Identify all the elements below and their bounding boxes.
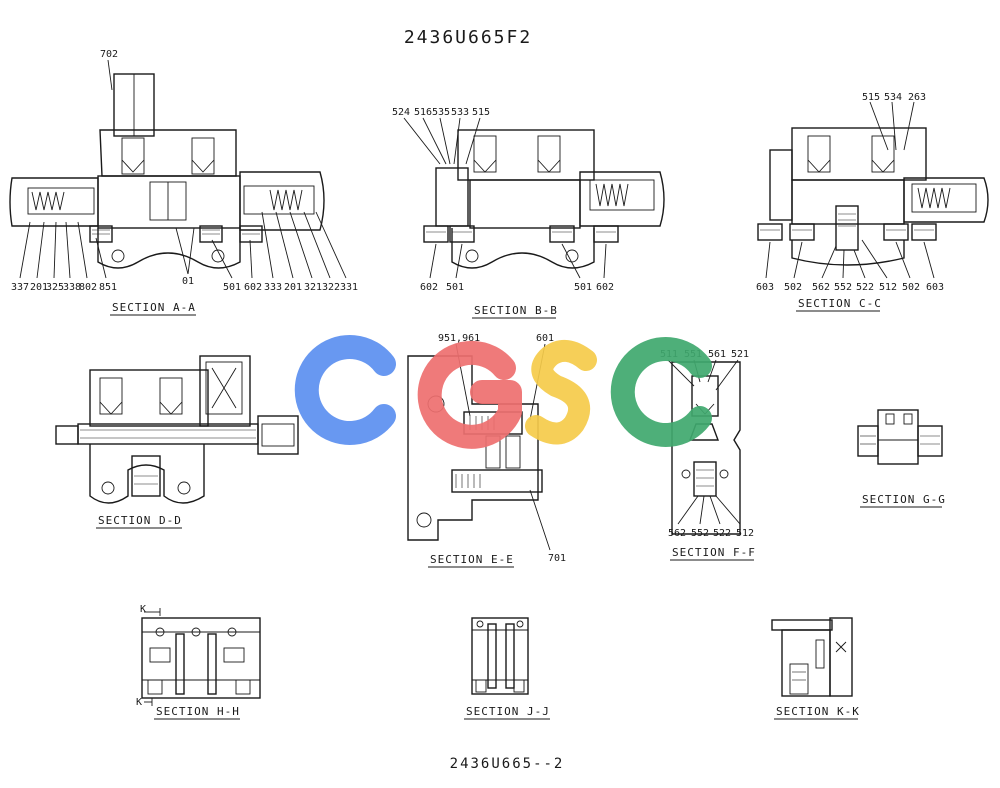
section-kk-drawing: [771, 617, 853, 697]
section-ee-label: 701: [548, 553, 566, 564]
section-ff-label: 552: [691, 528, 709, 539]
section-ee-title: SECTION E-E: [430, 553, 514, 566]
section-aa-label: 331: [340, 282, 358, 293]
section-bb-label: 501: [446, 282, 464, 293]
section-ff-label: 562: [668, 528, 686, 539]
section-cc-label: 502: [902, 282, 920, 293]
section-aa-label: 325: [46, 282, 64, 293]
section-cc-label: 502: [784, 282, 802, 293]
section-dd-title: SECTION D-D: [98, 514, 182, 527]
watermark-cgsc: [294, 335, 712, 449]
section-hh-drawing: [141, 608, 261, 706]
section-cc-label: 552: [834, 282, 852, 293]
section-aa-bottom-labels: 337 201 325 338 802 851 01 501 602 333 2…: [11, 276, 358, 293]
section-cc-drawing: [757, 101, 989, 279]
section-cc-label: 512: [879, 282, 897, 293]
section-cc-title: SECTION C-C: [798, 297, 882, 310]
section-aa-label: 201: [284, 282, 302, 293]
watermark-letter-g: [417, 340, 522, 449]
section-cc-label: 263: [908, 92, 926, 103]
section-ff-label: 521: [731, 349, 749, 360]
watermark-letter-c2: [610, 337, 712, 447]
drawing-title: 2436U665F2: [404, 27, 532, 48]
section-jj-drawing: [471, 617, 529, 695]
section-ee-label: 601: [536, 333, 554, 344]
section-aa-label: 321: [304, 282, 322, 293]
section-kk-title: SECTION K-K: [776, 705, 860, 718]
section-ff-bottom-labels: 562 552 522 512: [668, 528, 754, 539]
section-aa-label: 851: [99, 282, 117, 293]
section-ff-label: 561: [708, 349, 726, 360]
section-hh-marker-bottom: K: [136, 697, 142, 708]
section-aa-title: SECTION A-A: [112, 301, 196, 314]
section-bb-label: 516: [414, 107, 432, 118]
section-cc-top-labels: 515 534 263: [862, 92, 926, 103]
section-bb-label: 535: [432, 107, 450, 118]
section-gg-drawing: [857, 409, 943, 465]
section-bb-label: 515: [472, 107, 490, 118]
section-jj-title: SECTION J-J: [466, 705, 550, 718]
section-ff-label: 522: [713, 528, 731, 539]
section-bb-label: 501: [574, 282, 592, 293]
section-bb-drawing: [403, 117, 665, 279]
section-hh-title: SECTION H-H: [156, 705, 240, 718]
section-aa-label: 501: [223, 282, 241, 293]
section-bb-label: 533: [451, 107, 469, 118]
section-aa-label: 338: [63, 282, 81, 293]
section-aa-label: 201: [30, 282, 48, 293]
section-aa-label: 602: [244, 282, 262, 293]
section-aa-drawing: [9, 59, 347, 279]
section-ff-drawing: [667, 359, 741, 535]
section-bb-label: 602: [596, 282, 614, 293]
section-cc-label: 603: [756, 282, 774, 293]
section-bb-bottom-labels: 602 501 501 602: [420, 282, 614, 293]
section-ff-label: 512: [736, 528, 754, 539]
section-cc-bottom-labels: 603 502 562 552 522 512 502 603: [756, 282, 944, 293]
section-aa-label: 333: [264, 282, 282, 293]
section-cc-label: 603: [926, 282, 944, 293]
section-dd-drawing: [55, 355, 299, 504]
drawing-footer-number: 2436U665--2: [450, 756, 565, 772]
section-aa-label: 802: [79, 282, 97, 293]
section-aa-label: 01: [182, 276, 194, 287]
section-aa-label: 337: [11, 282, 29, 293]
section-bb-label: 602: [420, 282, 438, 293]
section-cc-label: 534: [884, 92, 902, 103]
section-ee-label: 951,961: [438, 333, 480, 344]
section-ff-title: SECTION F-F: [672, 546, 756, 559]
section-aa-label: 322: [322, 282, 340, 293]
section-gg-title: SECTION G-G: [862, 493, 946, 506]
section-bb-top-labels: 524 516 535 533 515: [392, 107, 490, 118]
section-bb-label: 524: [392, 107, 410, 118]
section-cc-label: 562: [812, 282, 830, 293]
section-aa-label-702: 702: [100, 49, 118, 60]
watermark-letter-c: [294, 335, 396, 445]
section-bb-title: SECTION B-B: [474, 304, 558, 317]
section-cc-label: 515: [862, 92, 880, 103]
watermark-letter-s: [525, 339, 597, 445]
section-hh-marker-top: K: [140, 604, 146, 615]
section-cc-label: 522: [856, 282, 874, 293]
